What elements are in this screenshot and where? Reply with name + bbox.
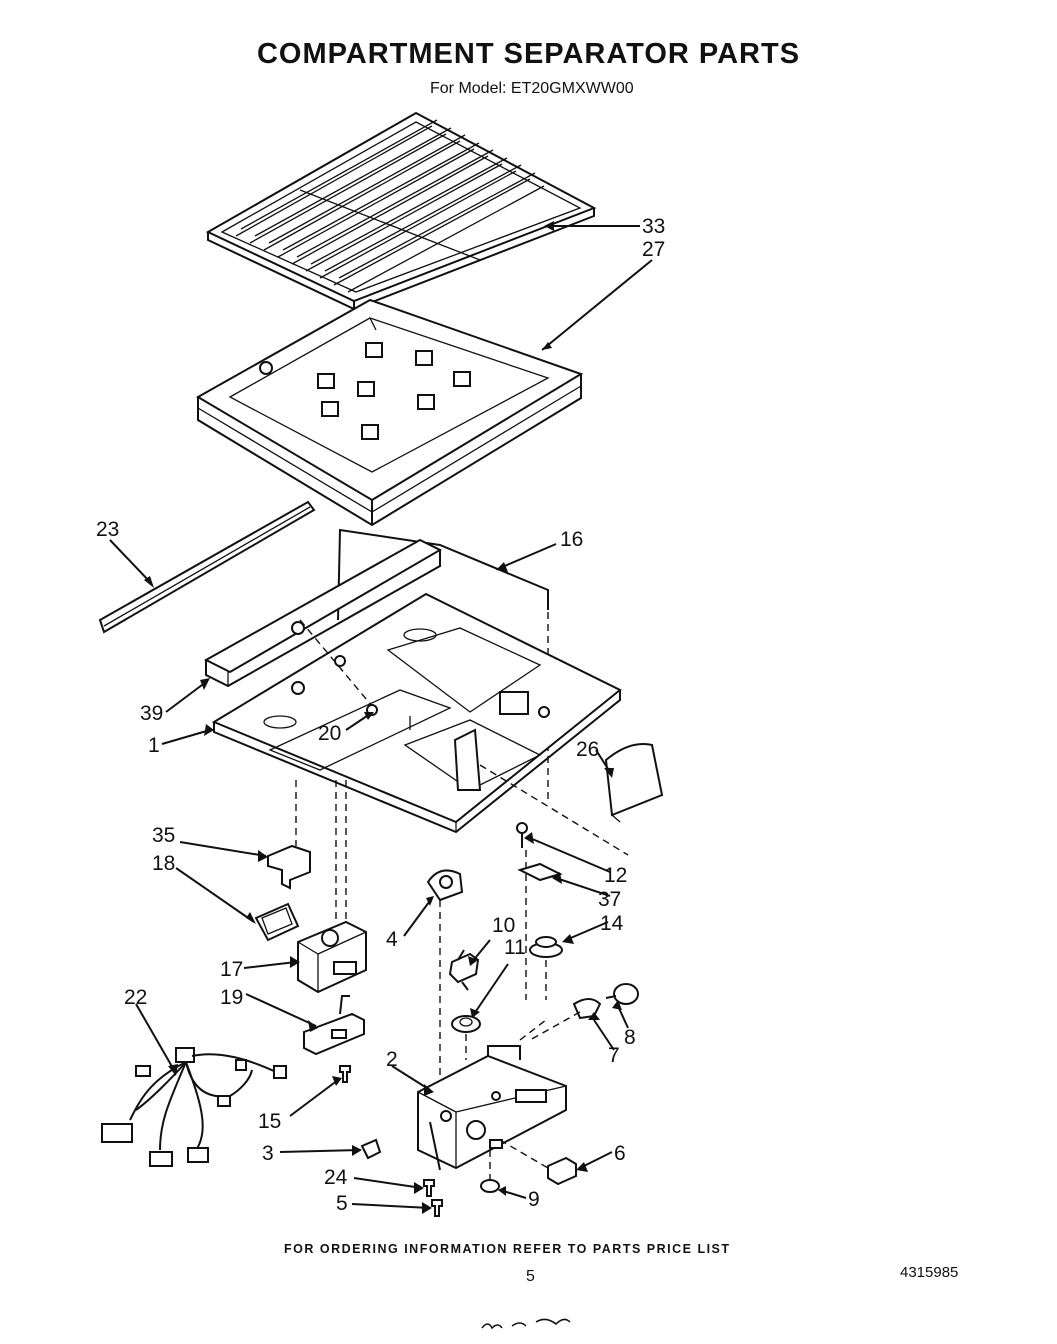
callout-7: 7: [608, 1044, 620, 1067]
callout-35: 35: [152, 824, 175, 847]
callout-22: 22: [124, 986, 147, 1009]
part-39-channel: [203, 538, 443, 688]
ordering-note: FOR ORDERING INFORMATION REFER TO PARTS …: [284, 1242, 731, 1256]
callout-6: 6: [614, 1142, 626, 1165]
model-line: For Model: ET20GMXWW00: [430, 80, 634, 98]
callout-23: 23: [96, 518, 119, 541]
part-10-switch: [448, 949, 480, 991]
part-14-grommet: [529, 936, 563, 1000]
callout-24: 24: [324, 1166, 348, 1189]
part-22-wire-harness: [101, 1047, 287, 1167]
callout-20: 20: [318, 722, 341, 745]
part-37-shim: [517, 850, 563, 1000]
part-2-housing-base: [417, 1019, 567, 1171]
part-26-insulation-pad: [604, 743, 664, 823]
part-9-plug: [480, 1150, 500, 1193]
part-24-screw: [423, 1179, 435, 1197]
part-17-control-housing: [297, 780, 367, 994]
part-15-screw: [339, 1065, 351, 1083]
page-number: 5: [526, 1268, 535, 1285]
part-4-thermostat: [426, 869, 464, 1100]
callout-18: 18: [152, 852, 175, 875]
part-8-light-bulb: [605, 983, 639, 1005]
callout-labels: 33 27 23 16 39 20 1 26 35 18 12 37 4 10 …: [96, 215, 665, 1215]
callout-9: 9: [528, 1188, 540, 1211]
callout-2: 2: [386, 1048, 398, 1071]
part-19-bracket: [303, 995, 365, 1056]
part-6-connector: [499, 1139, 577, 1186]
callout-5: 5: [336, 1192, 348, 1215]
callout-8: 8: [624, 1026, 636, 1049]
callout-4: 4: [386, 928, 398, 951]
part-5-screw: [431, 1199, 443, 1217]
callout-12: 12: [604, 864, 627, 887]
model-label: For Model:: [430, 80, 507, 97]
callout-15: 15: [258, 1110, 281, 1133]
callout-16: 16: [560, 528, 583, 551]
callout-37: 37: [598, 888, 621, 911]
dashed-assembly-line: [479, 764, 629, 856]
part-23-trim-strip: [98, 500, 316, 634]
part-1-separator-plate: [211, 592, 622, 834]
part-11-nut: [451, 1015, 481, 1060]
leader-lines: [109, 225, 653, 1209]
frame-clips: [317, 342, 471, 440]
page-title: COMPARTMENT SEPARATOR PARTS: [0, 38, 1057, 71]
callout-14: 14: [600, 912, 624, 935]
callout-39: 39: [140, 702, 163, 725]
part-35-clip: [267, 780, 311, 890]
callout-26: 26: [576, 738, 599, 761]
callout-3: 3: [262, 1142, 274, 1165]
page-title-text: COMPARTMENT SEPARATOR PARTS: [256, 38, 801, 70]
part-3-clip: [360, 1138, 382, 1160]
handwritten-mark: [481, 1318, 571, 1330]
callout-11: 11: [504, 936, 526, 959]
grille-slats: [235, 119, 545, 293]
callout-17: 17: [220, 958, 243, 981]
leader-arrowheads: [144, 221, 622, 1214]
part-12-screw: [516, 822, 528, 848]
callout-1: 1: [148, 734, 160, 757]
part-33-shelf-grille: [205, 111, 597, 311]
part-18-gasket: [254, 902, 300, 942]
part-16-heater-wire: [337, 528, 549, 800]
callout-19: 19: [220, 986, 243, 1009]
callout-27: 27: [642, 238, 665, 261]
document-number: 4315985: [900, 1264, 959, 1281]
part-27-separator-frame: [196, 298, 584, 527]
callout-10: 10: [492, 914, 515, 937]
model-number: ET20GMXWW00: [510, 80, 634, 97]
callout-33: 33: [642, 215, 665, 238]
